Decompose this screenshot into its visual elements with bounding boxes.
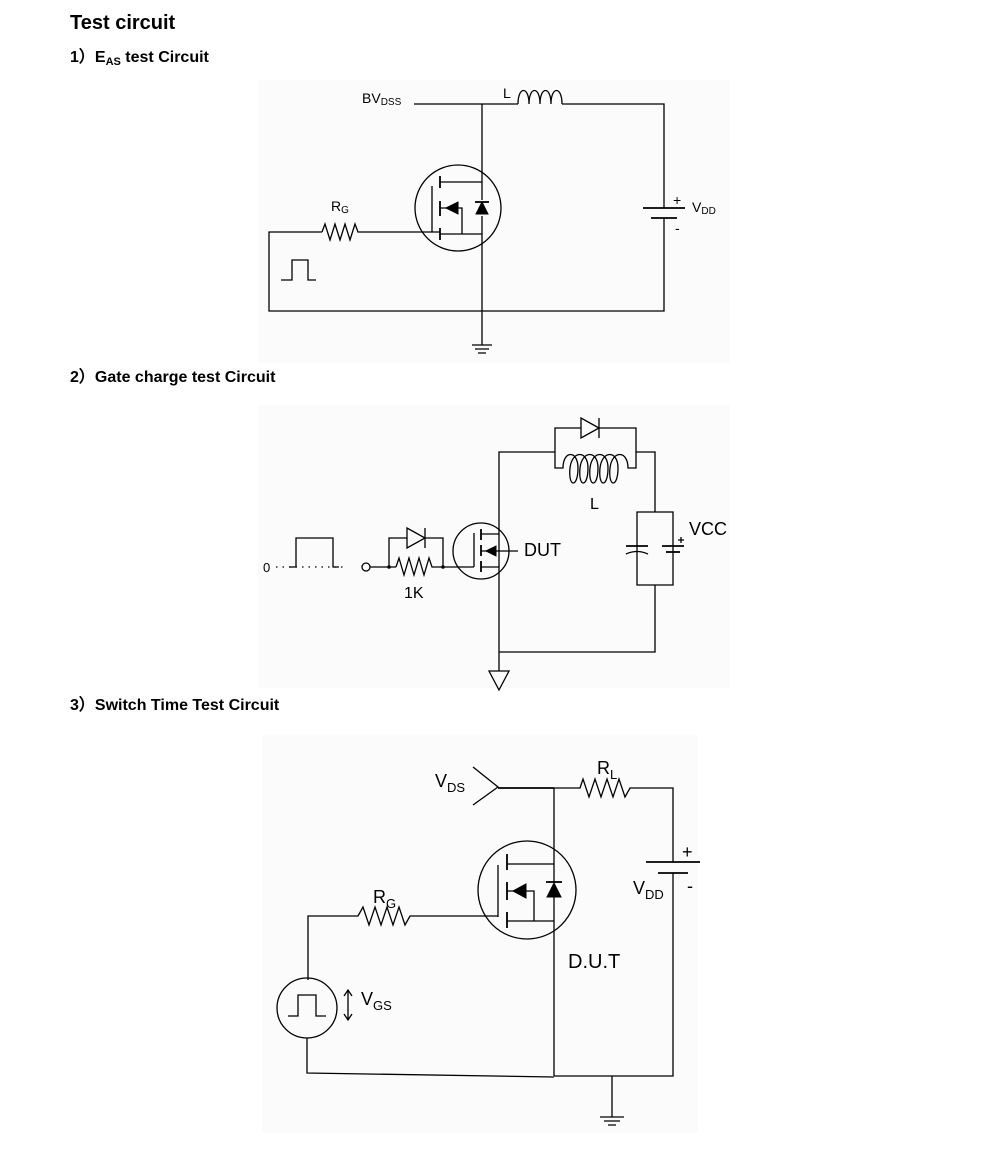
svg-text:-: -	[675, 220, 680, 236]
eas-panel	[258, 80, 730, 363]
ground-icon	[600, 1116, 624, 1126]
vgs-label: VGS	[361, 989, 392, 1013]
vds-label: VDS	[435, 771, 465, 795]
body-diode-icon	[546, 881, 562, 898]
switch-time-panel	[262, 735, 698, 1133]
rl-label: RL	[597, 758, 617, 782]
inductor-label: L	[503, 85, 511, 101]
svg-text:+: +	[673, 192, 681, 208]
pulse-generator-icon	[276, 977, 338, 1039]
ground-icon	[487, 670, 511, 692]
section-title-eas: 1）EAS test Circuit	[70, 49, 209, 68]
svg-text:+: +	[682, 842, 693, 862]
gate-charge-circuit: 0 1K DUT L VCC	[263, 416, 727, 692]
rg-resistor	[307, 904, 498, 980]
svg-text:-: -	[687, 876, 693, 896]
dut-label: DUT	[524, 540, 561, 560]
mosfet-icon	[414, 164, 502, 252]
page-title: Test circuit	[70, 12, 176, 34]
ground-icon	[472, 344, 492, 354]
eas-circuit: BVDSS L + - VDD RG	[268, 85, 716, 354]
rg-label: RG	[373, 887, 396, 911]
switch-time-circuit: VDS RL + - VDD D.U.T RG VGS	[276, 758, 700, 1126]
inductor-coil	[554, 452, 637, 484]
bottom-loop	[268, 218, 665, 312]
supply-box	[636, 511, 674, 586]
resistor-label: 1K	[404, 585, 424, 602]
zero-level-label: 0	[263, 560, 270, 575]
rl-resistor	[554, 776, 674, 862]
body-diode-icon	[475, 200, 489, 215]
inductor-label: L	[590, 496, 599, 513]
pulse-source-icon	[281, 259, 316, 281]
pulse-waveform-icon	[289, 537, 339, 568]
rg-resistor	[321, 221, 440, 243]
vcc-label: VCC	[689, 519, 727, 539]
dut-label: D.U.T	[568, 951, 620, 973]
vds-arrow-icon	[472, 766, 500, 806]
section-title-gate-charge: 2）Gate charge test Circuit	[70, 369, 276, 386]
gate-diode-icon	[406, 526, 427, 550]
rg-label: RG	[331, 198, 349, 216]
section-title-switch-time: 3）Switch Time Test Circuit	[70, 697, 280, 714]
vdd-label: VDD	[633, 878, 664, 902]
input-terminal	[361, 562, 371, 572]
dut-mosfet-icon	[477, 840, 577, 940]
freewheel-diode-icon	[580, 416, 601, 440]
vdd-label: VDD	[692, 199, 716, 217]
inductor-coil	[517, 89, 563, 105]
bvdss-label: BVDSS	[362, 90, 402, 108]
capacitor-plate-bottom	[625, 550, 649, 555]
vgs-arrow-icon	[343, 988, 353, 1022]
gate-resistor-1k	[395, 555, 452, 578]
